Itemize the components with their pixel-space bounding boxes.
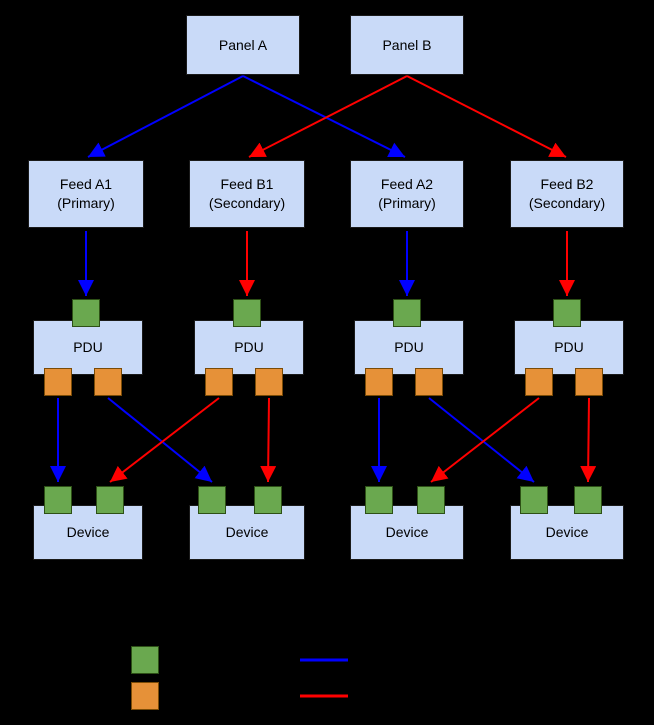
- pdu-2-output-port-left: [205, 368, 233, 396]
- arrow-pdu-4-to-device-3: [430, 397, 540, 483]
- pdu-1-input-port: [72, 299, 100, 327]
- pdu-2-input-port: [233, 299, 261, 327]
- feed-a1-name: Feed A1: [59, 176, 113, 193]
- pdu-4-input-port: [553, 299, 581, 327]
- arrow-pdu-2-to-device-1: [109, 397, 220, 483]
- device-3-input-port-left: [365, 486, 393, 514]
- feed-b2-node: Feed B2 (Secondary): [510, 160, 624, 228]
- arrow-panel-b-to-feed-b1: [248, 75, 408, 158]
- feed-b1-role: (Secondary): [208, 195, 286, 211]
- legend-output-port-swatch: [131, 682, 159, 710]
- device-1-input-port-right: [96, 486, 124, 514]
- pdu-3-input-port: [393, 299, 421, 327]
- pdu-1-output-port-right: [94, 368, 122, 396]
- device-2-label: Device: [225, 524, 269, 541]
- device-3-input-port-right: [417, 486, 445, 514]
- device-4-label: Device: [545, 524, 589, 541]
- feed-a2-name: Feed A2: [380, 176, 434, 193]
- pdu-3-output-port-right: [415, 368, 443, 396]
- feed-a1-node: Feed A1 (Primary): [28, 160, 144, 228]
- feed-b2-role: (Secondary): [528, 195, 606, 211]
- panel-a-label: Panel A: [218, 36, 268, 53]
- arrow-pdu-3-to-device-4: [428, 397, 535, 483]
- arrow-panel-a-to-feed-a1: [87, 75, 244, 158]
- device-3-node: Device: [350, 505, 464, 560]
- pdu-3-output-port-left: [365, 368, 393, 396]
- device-1-input-port-left: [44, 486, 72, 514]
- feed-b1-name: Feed B1: [220, 176, 274, 193]
- pdu-4-output-port-right: [575, 368, 603, 396]
- arrow-pdu-4-to-device-4: [580, 397, 597, 483]
- device-2-node: Device: [189, 505, 305, 560]
- device-4-input-port-right: [574, 486, 602, 514]
- pdu-4-label: PDU: [554, 339, 584, 356]
- feed-b2-name: Feed B2: [540, 176, 594, 193]
- pdu-3-label: PDU: [394, 339, 424, 356]
- pdu-3-node: PDU: [354, 320, 464, 375]
- feed-a2-role: (Primary): [378, 195, 436, 211]
- feed-a2-node: Feed A2 (Primary): [350, 160, 464, 228]
- device-2-input-port-right: [254, 486, 282, 514]
- arrow-pdu-1-to-device-2: [107, 397, 213, 483]
- arrow-panel-a-to-feed-a2: [242, 75, 406, 158]
- device-4-input-port-left: [520, 486, 548, 514]
- device-4-node: Device: [510, 505, 624, 560]
- device-1-label: Device: [66, 524, 110, 541]
- arrow-panel-b-to-feed-b2: [406, 75, 567, 158]
- device-1-node: Device: [33, 505, 143, 560]
- feed-a1-role: (Primary): [57, 195, 115, 211]
- device-2-input-port-left: [198, 486, 226, 514]
- pdu-1-output-port-left: [44, 368, 72, 396]
- feed-b1-node: Feed B1 (Secondary): [189, 160, 305, 228]
- pdu-2-output-port-right: [255, 368, 283, 396]
- pdu-2-node: PDU: [194, 320, 304, 375]
- arrow-pdu-2-to-device-2: [260, 397, 277, 483]
- pdu-1-label: PDU: [73, 339, 103, 356]
- pdu-4-output-port-left: [525, 368, 553, 396]
- device-3-label: Device: [385, 524, 429, 541]
- panel-b-label: Panel B: [382, 36, 432, 53]
- pdu-1-node: PDU: [33, 320, 143, 375]
- pdu-2-label: PDU: [234, 339, 264, 356]
- legend-input-port-swatch: [131, 646, 159, 674]
- panel-b-node: Panel B: [350, 15, 464, 75]
- panel-a-node: Panel A: [186, 15, 300, 75]
- pdu-4-node: PDU: [514, 320, 624, 375]
